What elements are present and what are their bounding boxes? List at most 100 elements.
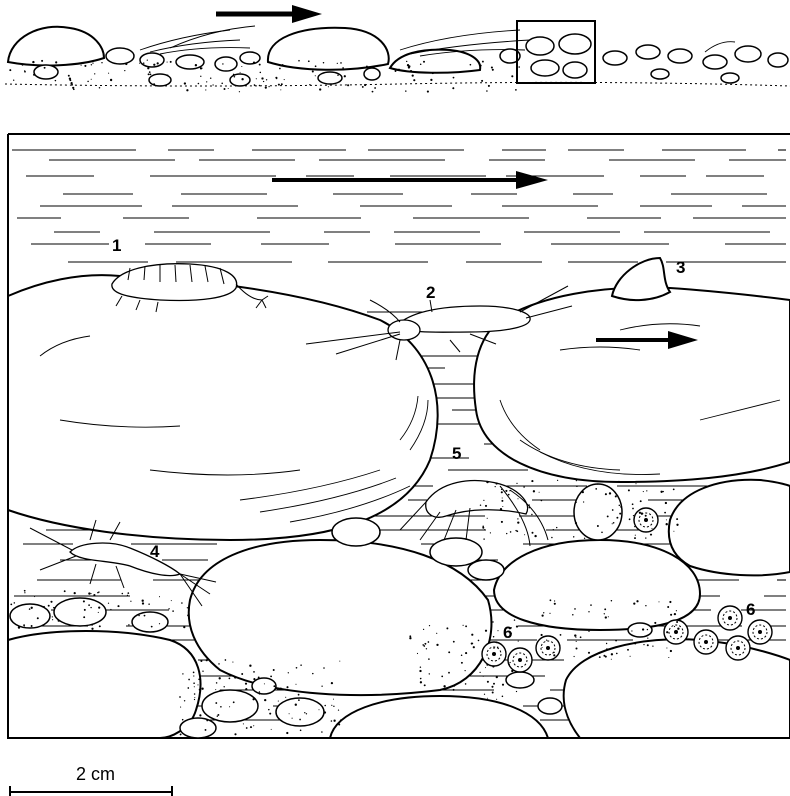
sand-grain xyxy=(647,644,649,646)
sand-grain xyxy=(582,491,584,493)
sand-grain xyxy=(167,62,168,63)
sand-grain xyxy=(516,691,517,692)
sand-grain xyxy=(628,489,630,491)
sand-grain xyxy=(128,624,129,625)
sand-grain xyxy=(580,636,582,638)
sand-grain xyxy=(280,687,281,688)
sand-grain xyxy=(199,714,201,716)
sand-grain xyxy=(493,647,494,648)
sand-grain xyxy=(407,64,409,66)
sand-grain xyxy=(71,84,73,86)
sand-grain xyxy=(338,709,339,710)
sand-grain xyxy=(187,607,188,608)
sand-grain xyxy=(108,73,109,74)
sand-grain xyxy=(588,611,589,612)
sand-grain xyxy=(266,79,267,80)
sand-grain xyxy=(224,88,226,90)
sand-grain xyxy=(668,657,669,658)
sand-grain xyxy=(615,495,617,497)
sand-grain xyxy=(531,480,533,482)
sand-grain xyxy=(573,656,574,657)
sand-grain xyxy=(148,603,150,605)
sand-grain xyxy=(612,523,613,524)
sand-grain xyxy=(549,613,550,614)
sand-grain xyxy=(171,600,172,601)
sand-grain xyxy=(318,693,319,694)
overview-rock xyxy=(390,50,480,73)
sand-grain xyxy=(122,593,124,595)
sand-grain xyxy=(228,88,229,89)
sand-grain xyxy=(285,697,286,698)
sand-grain xyxy=(280,89,281,90)
large-boulder-left xyxy=(8,275,438,540)
sand-grain xyxy=(529,506,531,508)
boulder-bottom-center xyxy=(330,696,548,738)
caddis-case xyxy=(748,620,772,644)
label-5: 5 xyxy=(452,444,461,463)
sand-grain xyxy=(142,602,144,604)
sand-grain xyxy=(553,654,555,656)
sand-grain xyxy=(99,87,101,89)
sand-grain xyxy=(550,599,552,601)
sand-grain xyxy=(599,652,601,654)
sand-grain xyxy=(143,62,145,64)
sand-grain xyxy=(647,629,648,630)
sand-grain xyxy=(645,605,646,606)
sand-grain xyxy=(24,71,26,73)
overview-rock xyxy=(268,28,389,70)
sand-grain xyxy=(515,89,517,91)
sand-grain xyxy=(426,648,427,649)
sand-grain xyxy=(41,60,43,62)
sand-grain xyxy=(324,705,326,707)
sand-grain xyxy=(484,529,485,530)
sand-grain xyxy=(94,73,95,74)
sand-grain xyxy=(87,81,89,83)
sand-grain xyxy=(666,631,668,633)
sand-grain xyxy=(490,532,491,533)
sand-grain xyxy=(486,90,488,92)
sand-grain xyxy=(406,61,407,62)
sand-grain xyxy=(616,653,618,655)
sand-grain xyxy=(485,505,487,507)
sand-grain xyxy=(289,713,290,714)
sand-grain xyxy=(180,707,181,708)
sand-grain xyxy=(485,630,487,632)
sand-grain xyxy=(259,64,261,66)
caddis-case xyxy=(694,630,718,654)
sand-grain xyxy=(246,727,248,729)
sand-grain xyxy=(259,691,260,692)
sand-grain xyxy=(273,685,275,687)
sand-grain xyxy=(501,489,502,490)
sand-grain xyxy=(321,686,322,687)
caddis-case xyxy=(726,636,750,660)
sand-grain xyxy=(453,689,455,691)
sand-grain xyxy=(340,62,342,64)
sand-grain xyxy=(420,681,422,683)
sand-grain xyxy=(576,485,578,487)
sand-grain xyxy=(284,79,285,80)
sand-grain xyxy=(677,628,679,630)
label-6a: 6 xyxy=(503,623,512,642)
sand-grain xyxy=(295,704,297,706)
sand-grain xyxy=(374,87,376,89)
sand-grain xyxy=(138,615,139,616)
sand-grain xyxy=(643,491,644,492)
sand-grain xyxy=(554,600,555,601)
sand-grain xyxy=(321,731,323,733)
sand-grain xyxy=(505,490,507,492)
sand-grain xyxy=(516,483,517,484)
sand-grain xyxy=(218,663,220,665)
sand-grain xyxy=(219,669,220,670)
sand-grain xyxy=(642,628,644,630)
organism-3-limpet xyxy=(612,258,670,300)
sand-grain xyxy=(478,640,480,642)
sand-grain xyxy=(479,672,480,673)
sand-grain xyxy=(180,733,182,735)
sand-grain xyxy=(372,91,374,93)
sand-grain xyxy=(482,527,484,529)
sand-grain xyxy=(127,595,128,596)
sand-grain xyxy=(206,81,207,82)
sand-grain xyxy=(22,64,24,66)
sand-grain xyxy=(676,610,677,611)
